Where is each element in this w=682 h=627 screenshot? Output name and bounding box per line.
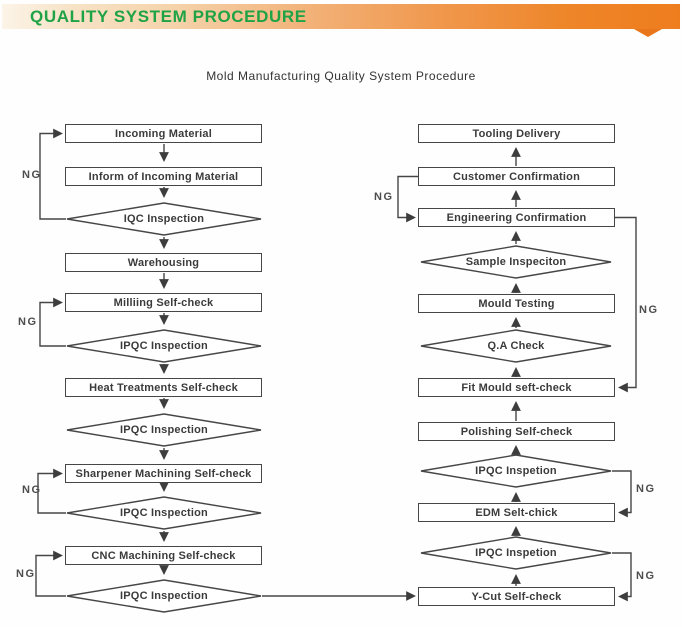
node-label: Q.A Check — [487, 340, 545, 352]
node-label: IPQC Inspection — [120, 590, 208, 602]
node-label: Milliing Self-check — [113, 296, 214, 309]
node-label: Sample Inspeciton — [465, 256, 567, 268]
node-fit-mould-self-check: Fit Mould seft-check — [418, 378, 615, 397]
ng-label: NG — [18, 316, 38, 328]
ng-label: NG — [22, 169, 42, 181]
diamond-shape — [420, 454, 612, 488]
node-label: Y-Cut Self-check — [471, 590, 562, 603]
node-label: IQC Inspection — [123, 213, 205, 225]
ng-label: NG — [639, 304, 659, 316]
decision-ipqc-inspection-4: IPQC Inspection — [66, 579, 262, 613]
diamond-shape — [420, 329, 612, 363]
node-tooling-delivery: Tooling Delivery — [418, 124, 615, 143]
ng-label: NG — [16, 568, 36, 580]
decision-iqc-inspection: IQC Inspection — [66, 202, 262, 236]
node-label: Tooling Delivery — [472, 127, 561, 140]
node-edm-self-check: EDM Selt-chick — [418, 503, 615, 522]
decision-ipqc-inspection-3: IPQC Inspection — [66, 496, 262, 530]
node-label: IPQC Inspetion — [475, 547, 557, 559]
node-label: Incoming Material — [115, 127, 212, 140]
node-label: IPQC Inspetion — [475, 465, 557, 477]
ng-label: NG — [22, 484, 42, 496]
node-label: Polishing Self-check — [460, 425, 573, 438]
node-label: Heat Treatments Self-check — [89, 381, 238, 394]
diagram-title: Mold Manufacturing Quality System Proced… — [206, 69, 476, 83]
node-label: IPQC Inspection — [120, 340, 208, 352]
decision-ipqc-inspection-right-2: IPQC Inspetion — [420, 536, 612, 570]
node-label: Sharpener Machining Self-check — [75, 467, 252, 480]
diamond-shape — [66, 202, 262, 236]
diamond-shape — [66, 413, 262, 447]
node-label: IPQC Inspection — [120, 507, 208, 519]
ng-label: NG — [374, 191, 394, 203]
node-milling-self-check: Milliing Self-check — [65, 293, 262, 312]
diamond-shape — [66, 329, 262, 363]
diamond-shape — [420, 245, 612, 279]
node-mould-testing: Mould Testing — [418, 294, 615, 313]
decision-sample-inspection: Sample Inspeciton — [420, 245, 612, 279]
node-label: Engineering Confirmation — [446, 211, 587, 224]
node-polishing-self-check: Polishing Self-check — [418, 422, 615, 441]
ng-label: NG — [636, 483, 656, 495]
node-label: EDM Selt-chick — [475, 506, 558, 519]
decision-qa-check: Q.A Check — [420, 329, 612, 363]
node-label: Warehousing — [127, 256, 200, 269]
ng-label: NG — [636, 570, 656, 582]
node-engineering-confirmation: Engineering Confirmation — [418, 208, 615, 227]
node-sharpener-machining-self-check: Sharpener Machining Self-check — [65, 464, 262, 483]
header-ribbon-tail — [634, 29, 662, 37]
diamond-shape — [420, 536, 612, 570]
node-inform-of-incoming-material: Inform of Incoming Material — [65, 167, 262, 186]
node-label: IPQC Inspection — [120, 424, 208, 436]
diamond-shape — [66, 579, 262, 613]
node-cnc-machining-self-check: CNC Machining Self-check — [65, 546, 262, 565]
node-y-cut-self-check: Y-Cut Self-check — [418, 587, 615, 606]
node-customer-confirmation: Customer Confirmation — [418, 167, 615, 186]
node-label: Fit Mould seft-check — [461, 381, 572, 394]
node-label: CNC Machining Self-check — [91, 549, 236, 562]
decision-ipqc-inspection-1: IPQC Inspection — [66, 329, 262, 363]
node-warehousing: Warehousing — [65, 253, 262, 272]
node-label: Customer Confirmation — [452, 170, 581, 183]
decision-ipqc-inspection-right-1: IPQC Inspetion — [420, 454, 612, 488]
page-title: QUALITY SYSTEM PROCEDURE — [30, 6, 307, 26]
node-incoming-material: Incoming Material — [65, 124, 262, 143]
node-heat-treatments-self-check: Heat Treatments Self-check — [65, 378, 262, 397]
header-ribbon — [2, 4, 680, 29]
node-label: Mould Testing — [478, 297, 555, 310]
node-label: Inform of Incoming Material — [88, 170, 239, 183]
diamond-shape — [66, 496, 262, 530]
decision-ipqc-inspection-2: IPQC Inspection — [66, 413, 262, 447]
